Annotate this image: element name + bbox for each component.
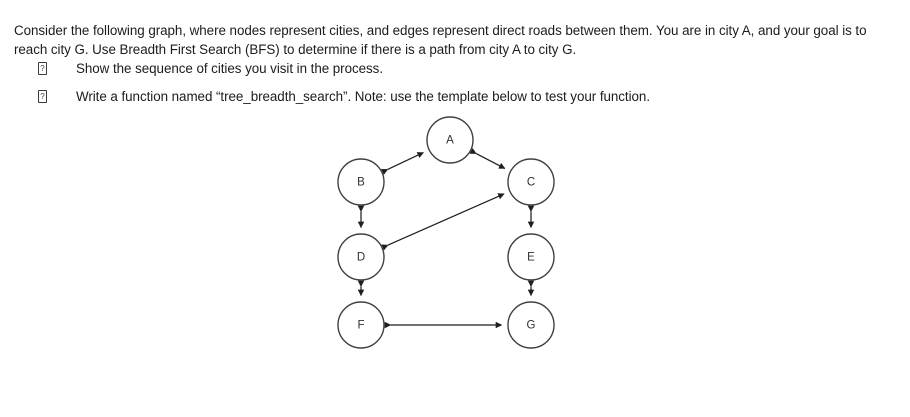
graph-edge-d-c bbox=[381, 193, 505, 251]
graph-node-circle bbox=[426, 116, 474, 164]
graph-node-a: A bbox=[426, 116, 474, 164]
graph-node-circle bbox=[337, 158, 385, 206]
list-item: ? Write a function named “tree_breadth_s… bbox=[0, 86, 880, 114]
graph-node-circle bbox=[507, 158, 555, 206]
missing-glyph-box-icon: ? bbox=[38, 62, 47, 75]
graph-edge-layer bbox=[357, 148, 535, 329]
graph-node-circle bbox=[337, 301, 385, 349]
problem-statement-paragraph: Consider the following graph, where node… bbox=[14, 23, 867, 58]
task-bullet-list: ? Show the sequence of cities you visit … bbox=[0, 58, 880, 114]
list-item: ? Show the sequence of cities you visit … bbox=[0, 58, 880, 86]
graph-node-circle bbox=[507, 233, 555, 281]
graph-node-label: E bbox=[527, 252, 535, 264]
graph-edge-a-c bbox=[469, 148, 506, 169]
graph-node-e: E bbox=[507, 233, 555, 281]
graph-node-circle bbox=[337, 233, 385, 281]
graph-node-f: F bbox=[337, 301, 385, 349]
graph-node-layer: A B C D E F G bbox=[337, 116, 555, 349]
list-item-label: Show the sequence of cities you visit in… bbox=[76, 61, 383, 76]
graph-node-d: D bbox=[337, 233, 385, 281]
missing-glyph-box-icon: ? bbox=[38, 90, 47, 103]
graph-node-label: G bbox=[527, 320, 536, 332]
graph-node-b: B bbox=[337, 158, 385, 206]
graph-node-g: G bbox=[507, 301, 555, 349]
graph-node-label: C bbox=[527, 177, 535, 189]
graph-edge-b-a bbox=[381, 152, 424, 175]
graph-node-label: F bbox=[357, 320, 364, 332]
graph-node-label: A bbox=[446, 135, 454, 147]
graph-node-label: B bbox=[357, 177, 365, 189]
list-item-label: Write a function named “tree_breadth_sea… bbox=[76, 89, 650, 104]
graph-node-circle bbox=[507, 301, 555, 349]
graph-node-c: C bbox=[507, 158, 555, 206]
graph-node-label: D bbox=[357, 252, 365, 264]
